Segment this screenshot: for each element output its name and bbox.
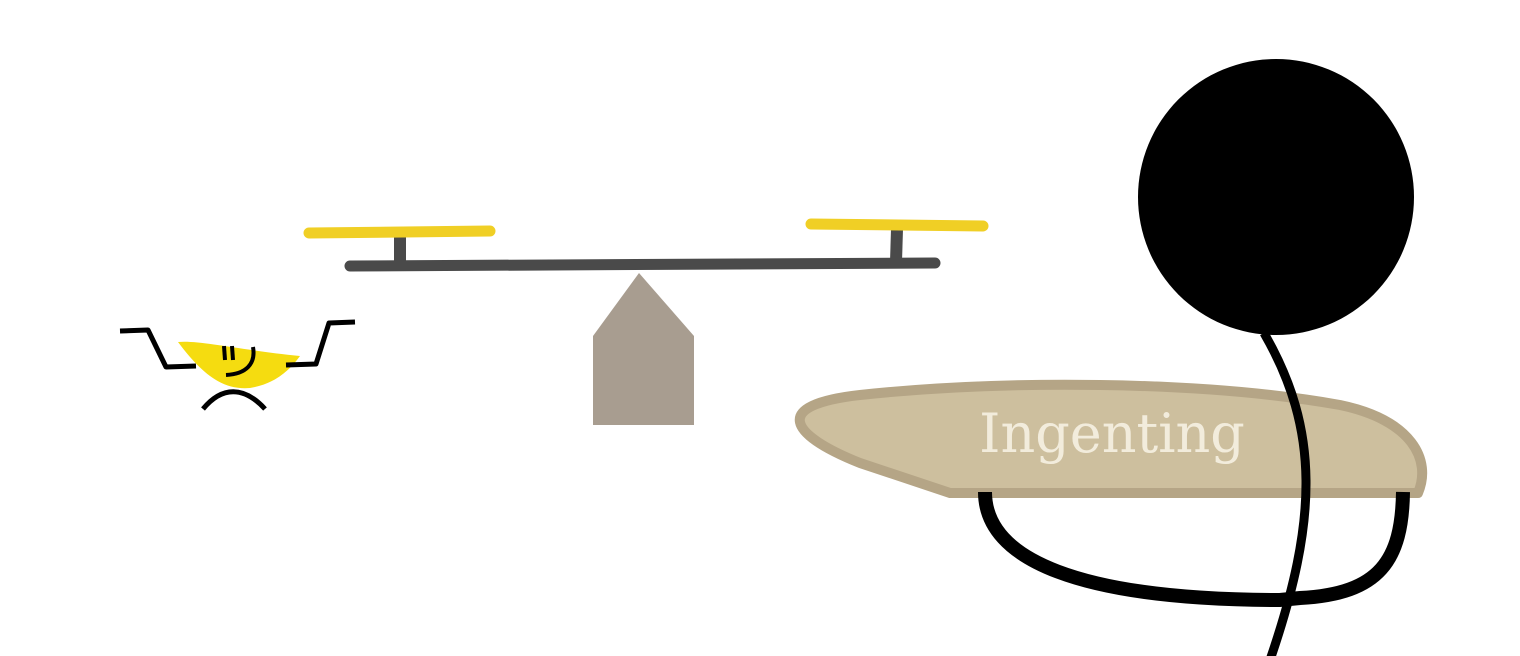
right-plate-post [890, 229, 903, 262]
creature-eye-right [230, 345, 235, 361]
creature-right-arm [285, 319, 356, 368]
sad-yellow-creature-icon[interactable] [119, 319, 356, 411]
creature-body [178, 341, 300, 389]
left-plate[interactable] [303, 225, 496, 239]
seesaw-scale-icon[interactable] [303, 218, 989, 425]
shelf-tray[interactable] [794, 379, 1428, 498]
shelf[interactable]: Ingenting [794, 379, 1428, 498]
creature-frown [201, 389, 267, 411]
left-plate-post [394, 236, 406, 264]
stick-figure-arms [978, 491, 1410, 608]
fulcrum-block [593, 336, 694, 425]
shelf-label: Ingenting [979, 402, 1245, 465]
stick-figure-head [1138, 59, 1414, 335]
seesaw-plank [344, 257, 941, 272]
fulcrum-peak [593, 273, 694, 336]
creature-eye-left [222, 345, 227, 361]
stick-figure-body [1260, 330, 1311, 656]
right-plate[interactable] [805, 218, 989, 232]
creature-cheek [225, 346, 256, 377]
stick-figure-icon[interactable] [978, 59, 1414, 656]
creature-left-arm [119, 327, 197, 370]
